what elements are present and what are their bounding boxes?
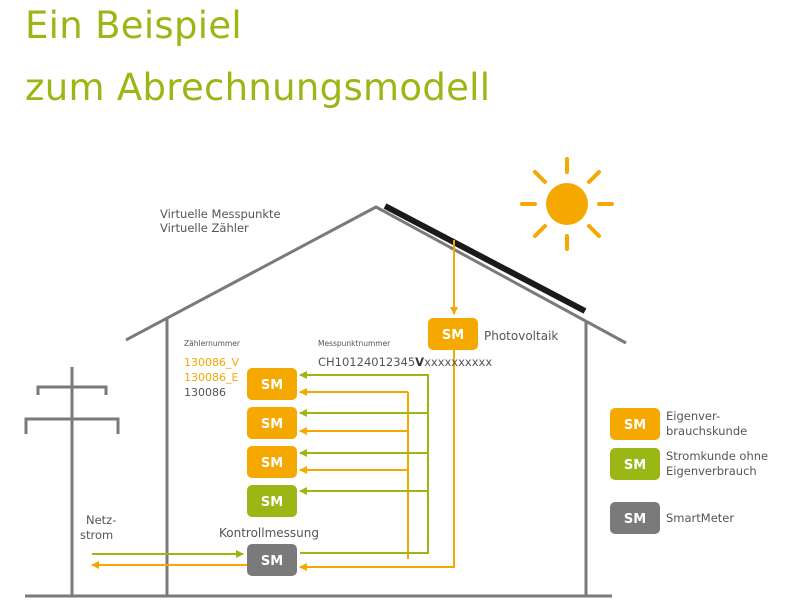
svg-text:Stromkunde ohne: Stromkunde ohne (666, 449, 768, 463)
svg-text:SM: SM (624, 458, 646, 473)
svg-text:SM: SM (442, 328, 464, 343)
meter-number-header: Zählernummer (184, 339, 241, 348)
sm-meter-3: SM (247, 446, 297, 478)
meter-number-1: 130086_V (184, 356, 239, 369)
svg-text:Eigenverbrauch: Eigenverbrauch (666, 464, 757, 478)
sm-meter-1: SM (247, 368, 297, 400)
title-line-2: zum Abrechnungsmodell (25, 66, 491, 109)
point-number-header: Messpunktnummer (318, 339, 391, 348)
sun-icon (520, 157, 614, 251)
svg-text:SM: SM (261, 378, 283, 393)
sm-meter-2: SM (247, 407, 297, 439)
svg-text:Eigenver-: Eigenver- (666, 409, 720, 423)
svg-text:SM: SM (261, 495, 283, 510)
legend-item-own-consumption: SM Eigenver- brauchskunde (610, 408, 747, 440)
meter-number-2: 130086_E (184, 371, 238, 384)
grid-label-line-1: Netz- (86, 513, 116, 527)
virtual-label-line-2: Virtuelle Zähler (160, 221, 249, 235)
legend: SM Eigenver- brauchskunde SM Stromkunde … (610, 408, 768, 534)
grid-label-line-2: strom (80, 528, 113, 542)
title-line-1: Ein Beispiel (25, 4, 242, 47)
power-pylon-icon (24, 367, 120, 596)
svg-text:SM: SM (261, 417, 283, 432)
sm-meter-pv: SM (428, 318, 478, 350)
svg-text:SM: SM (261, 554, 283, 569)
control-label: Kontrollmessung (219, 526, 319, 540)
svg-text:SM: SM (261, 456, 283, 471)
svg-text:SM: SM (624, 418, 646, 433)
legend-item-no-own-consumption: SM Stromkunde ohne Eigenverbrauch (610, 448, 768, 480)
legend-item-smartmeter: SM SmartMeter (610, 502, 734, 534)
svg-text:SmartMeter: SmartMeter (666, 511, 734, 525)
point-number: CH10124012345Vxxxxxxxxxx (318, 355, 492, 369)
sm-meter-4: SM (247, 485, 297, 517)
meter-number-3: 130086 (184, 386, 226, 399)
house-outline (25, 205, 627, 598)
sm-meter-control: SM (247, 544, 297, 576)
pv-label: Photovoltaik (484, 329, 558, 343)
virtual-label-line-1: Virtuelle Messpunkte (160, 207, 281, 221)
svg-text:SM: SM (624, 512, 646, 527)
solar-panel (383, 203, 587, 314)
svg-text:brauchskunde: brauchskunde (666, 424, 747, 438)
